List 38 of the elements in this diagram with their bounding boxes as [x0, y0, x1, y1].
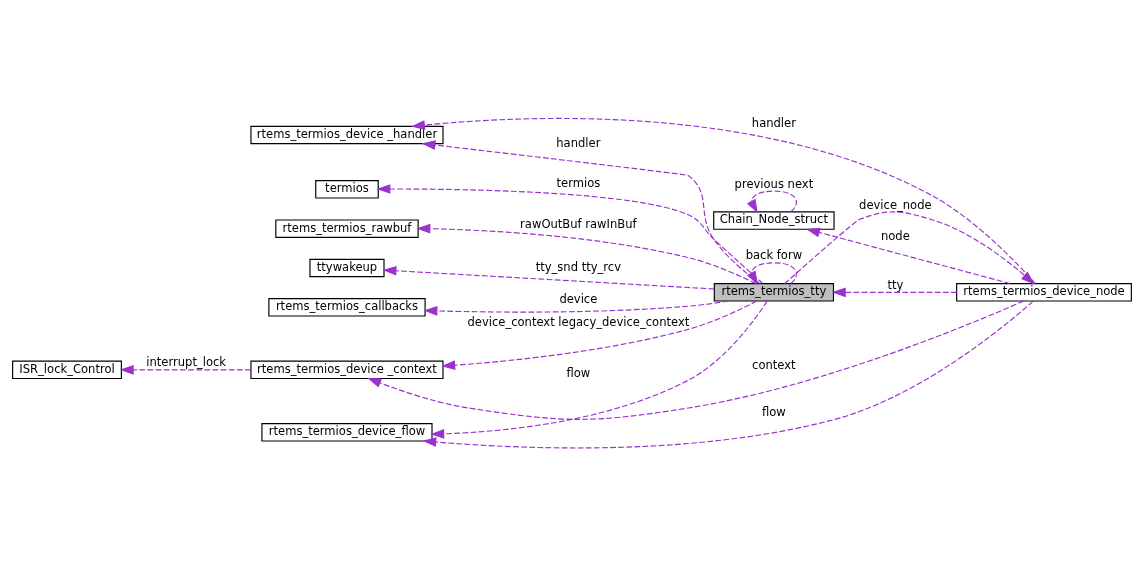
arrow: [441, 299, 758, 370]
edge-label: termios: [556, 175, 601, 190]
edge-label: device_node: [859, 197, 932, 212]
arrow: [746, 190, 798, 213]
arrow: [422, 300, 1034, 448]
edge-label: rawOutBuf rawInBuf: [520, 216, 637, 231]
edge-label: back forw: [745, 247, 803, 262]
node-box: rtems_termios_tty: [713, 282, 835, 302]
arrow: [119, 364, 252, 375]
edge-label: handler: [556, 135, 601, 150]
edge-label: tty: [887, 277, 904, 292]
edge-label: interrupt_lock: [146, 354, 227, 369]
node-box: termios: [315, 179, 379, 199]
edge-label: flow: [761, 404, 786, 419]
node-box: ttywakeup: [309, 258, 385, 277]
arrow: [784, 210, 1035, 284]
node-box: ISR_lock_Control: [12, 360, 122, 379]
node-box: rtems_termios_device _context: [250, 360, 444, 379]
edge-label: tty_snd tty_rcv: [535, 259, 622, 274]
arrow: [806, 227, 1011, 284]
edge-label: handler: [751, 115, 796, 130]
arrow: [382, 265, 715, 290]
edge-label: previous next: [734, 176, 814, 191]
arrow: [367, 300, 1024, 420]
edge-label: flow: [566, 365, 591, 380]
arrow: [423, 299, 729, 316]
node-box: rtems_termios_device_flow: [261, 422, 433, 442]
edge-label: device: [559, 291, 598, 306]
node-box: rtems_termios_rawbuf: [275, 218, 419, 238]
node-box: rtems_termios_device _handler: [250, 125, 444, 144]
arrow: [831, 286, 958, 297]
node-box: Chain_Node_struct: [713, 210, 835, 230]
arrow: [430, 300, 768, 439]
edge-label: node: [880, 228, 910, 243]
edge-label: device_context legacy_device_context: [467, 314, 690, 329]
node-box: rtems_termios_device_node: [956, 282, 1132, 302]
edge-label: context: [752, 357, 796, 372]
node-box: rtems_termios_callbacks: [268, 297, 426, 317]
